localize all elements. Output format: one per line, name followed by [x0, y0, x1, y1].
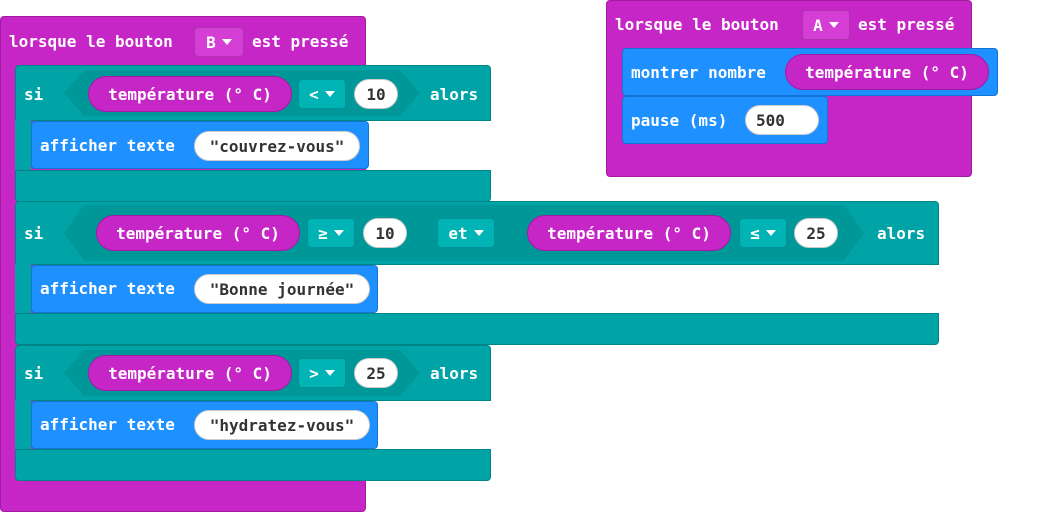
temperature-reporter-5[interactable]: température (° C) [785, 54, 989, 90]
if-block-3-footer [15, 449, 491, 481]
threshold-input-4[interactable]: 25 [354, 358, 398, 388]
caret-down-icon [765, 230, 776, 236]
pause-label: pause (ms) [631, 111, 728, 130]
show-text-2-label: afficher texte [40, 279, 175, 298]
compare-op-1: < [309, 84, 319, 104]
on-button-b-label-suffix: est pressé [252, 32, 349, 51]
button-a-dropdown[interactable]: A [802, 10, 850, 40]
button-b-dropdown[interactable]: B [194, 27, 244, 57]
if-2-then: alors [877, 224, 926, 243]
caret-down-icon [828, 22, 839, 28]
if-1-keyword: si [24, 85, 44, 104]
temperature-reporter-2[interactable]: température (° C) [96, 215, 300, 251]
text-input-3[interactable]: "hydratez-vous" [194, 410, 370, 440]
if-3-then: alors [430, 364, 479, 383]
compare-op-3: ≤ [750, 223, 760, 243]
compare-op-2-dropdown[interactable]: ≥ [307, 218, 355, 248]
show-text-3-label: afficher texte [40, 415, 175, 434]
if-block-3-spine [15, 400, 31, 450]
caret-down-icon [221, 39, 232, 45]
button-b-value: B [206, 32, 216, 52]
show-text-1-label: afficher texte [40, 136, 175, 155]
if-2-keyword: si [24, 224, 44, 243]
pause-input[interactable]: 500 [745, 105, 819, 135]
compare-op-4: > [309, 363, 319, 383]
compare-op-2: ≥ [318, 223, 328, 243]
on-button-a-label-suffix: est pressé [858, 15, 955, 34]
compare-op-1-dropdown[interactable]: < [298, 79, 346, 109]
compare-op-3-dropdown[interactable]: ≤ [739, 218, 787, 248]
if-block-2-spine [15, 264, 31, 314]
if-block-2-footer [15, 313, 939, 345]
threshold-input-2[interactable]: 10 [363, 218, 407, 248]
on-button-a-label-prefix: lorsque le bouton [615, 15, 779, 34]
temperature-reporter-3[interactable]: température (° C) [527, 215, 731, 251]
if-block-1-footer [15, 170, 491, 202]
caret-down-icon [473, 230, 484, 236]
caret-down-icon [324, 370, 335, 376]
show-number-label: montrer nombre [631, 63, 766, 82]
if-block-1-spine [15, 120, 31, 172]
and-keyword: et [448, 223, 468, 243]
threshold-input-3[interactable]: 25 [794, 218, 838, 248]
text-input-1[interactable]: "couvrez-vous" [194, 131, 360, 161]
if-3-keyword: si [24, 364, 44, 383]
button-a-value: A [813, 15, 823, 35]
and-dropdown[interactable]: et [437, 218, 495, 248]
compare-op-4-dropdown[interactable]: > [298, 358, 346, 388]
text-input-2[interactable]: "Bonne journée" [194, 274, 370, 304]
caret-down-icon [324, 91, 335, 97]
on-button-b-label-prefix: lorsque le bouton [9, 32, 173, 51]
threshold-input-1[interactable]: 10 [354, 79, 398, 109]
temperature-reporter-1[interactable]: température (° C) [88, 76, 292, 112]
if-1-then: alors [430, 85, 479, 104]
temperature-reporter-4[interactable]: température (° C) [88, 355, 292, 391]
caret-down-icon [333, 230, 344, 236]
